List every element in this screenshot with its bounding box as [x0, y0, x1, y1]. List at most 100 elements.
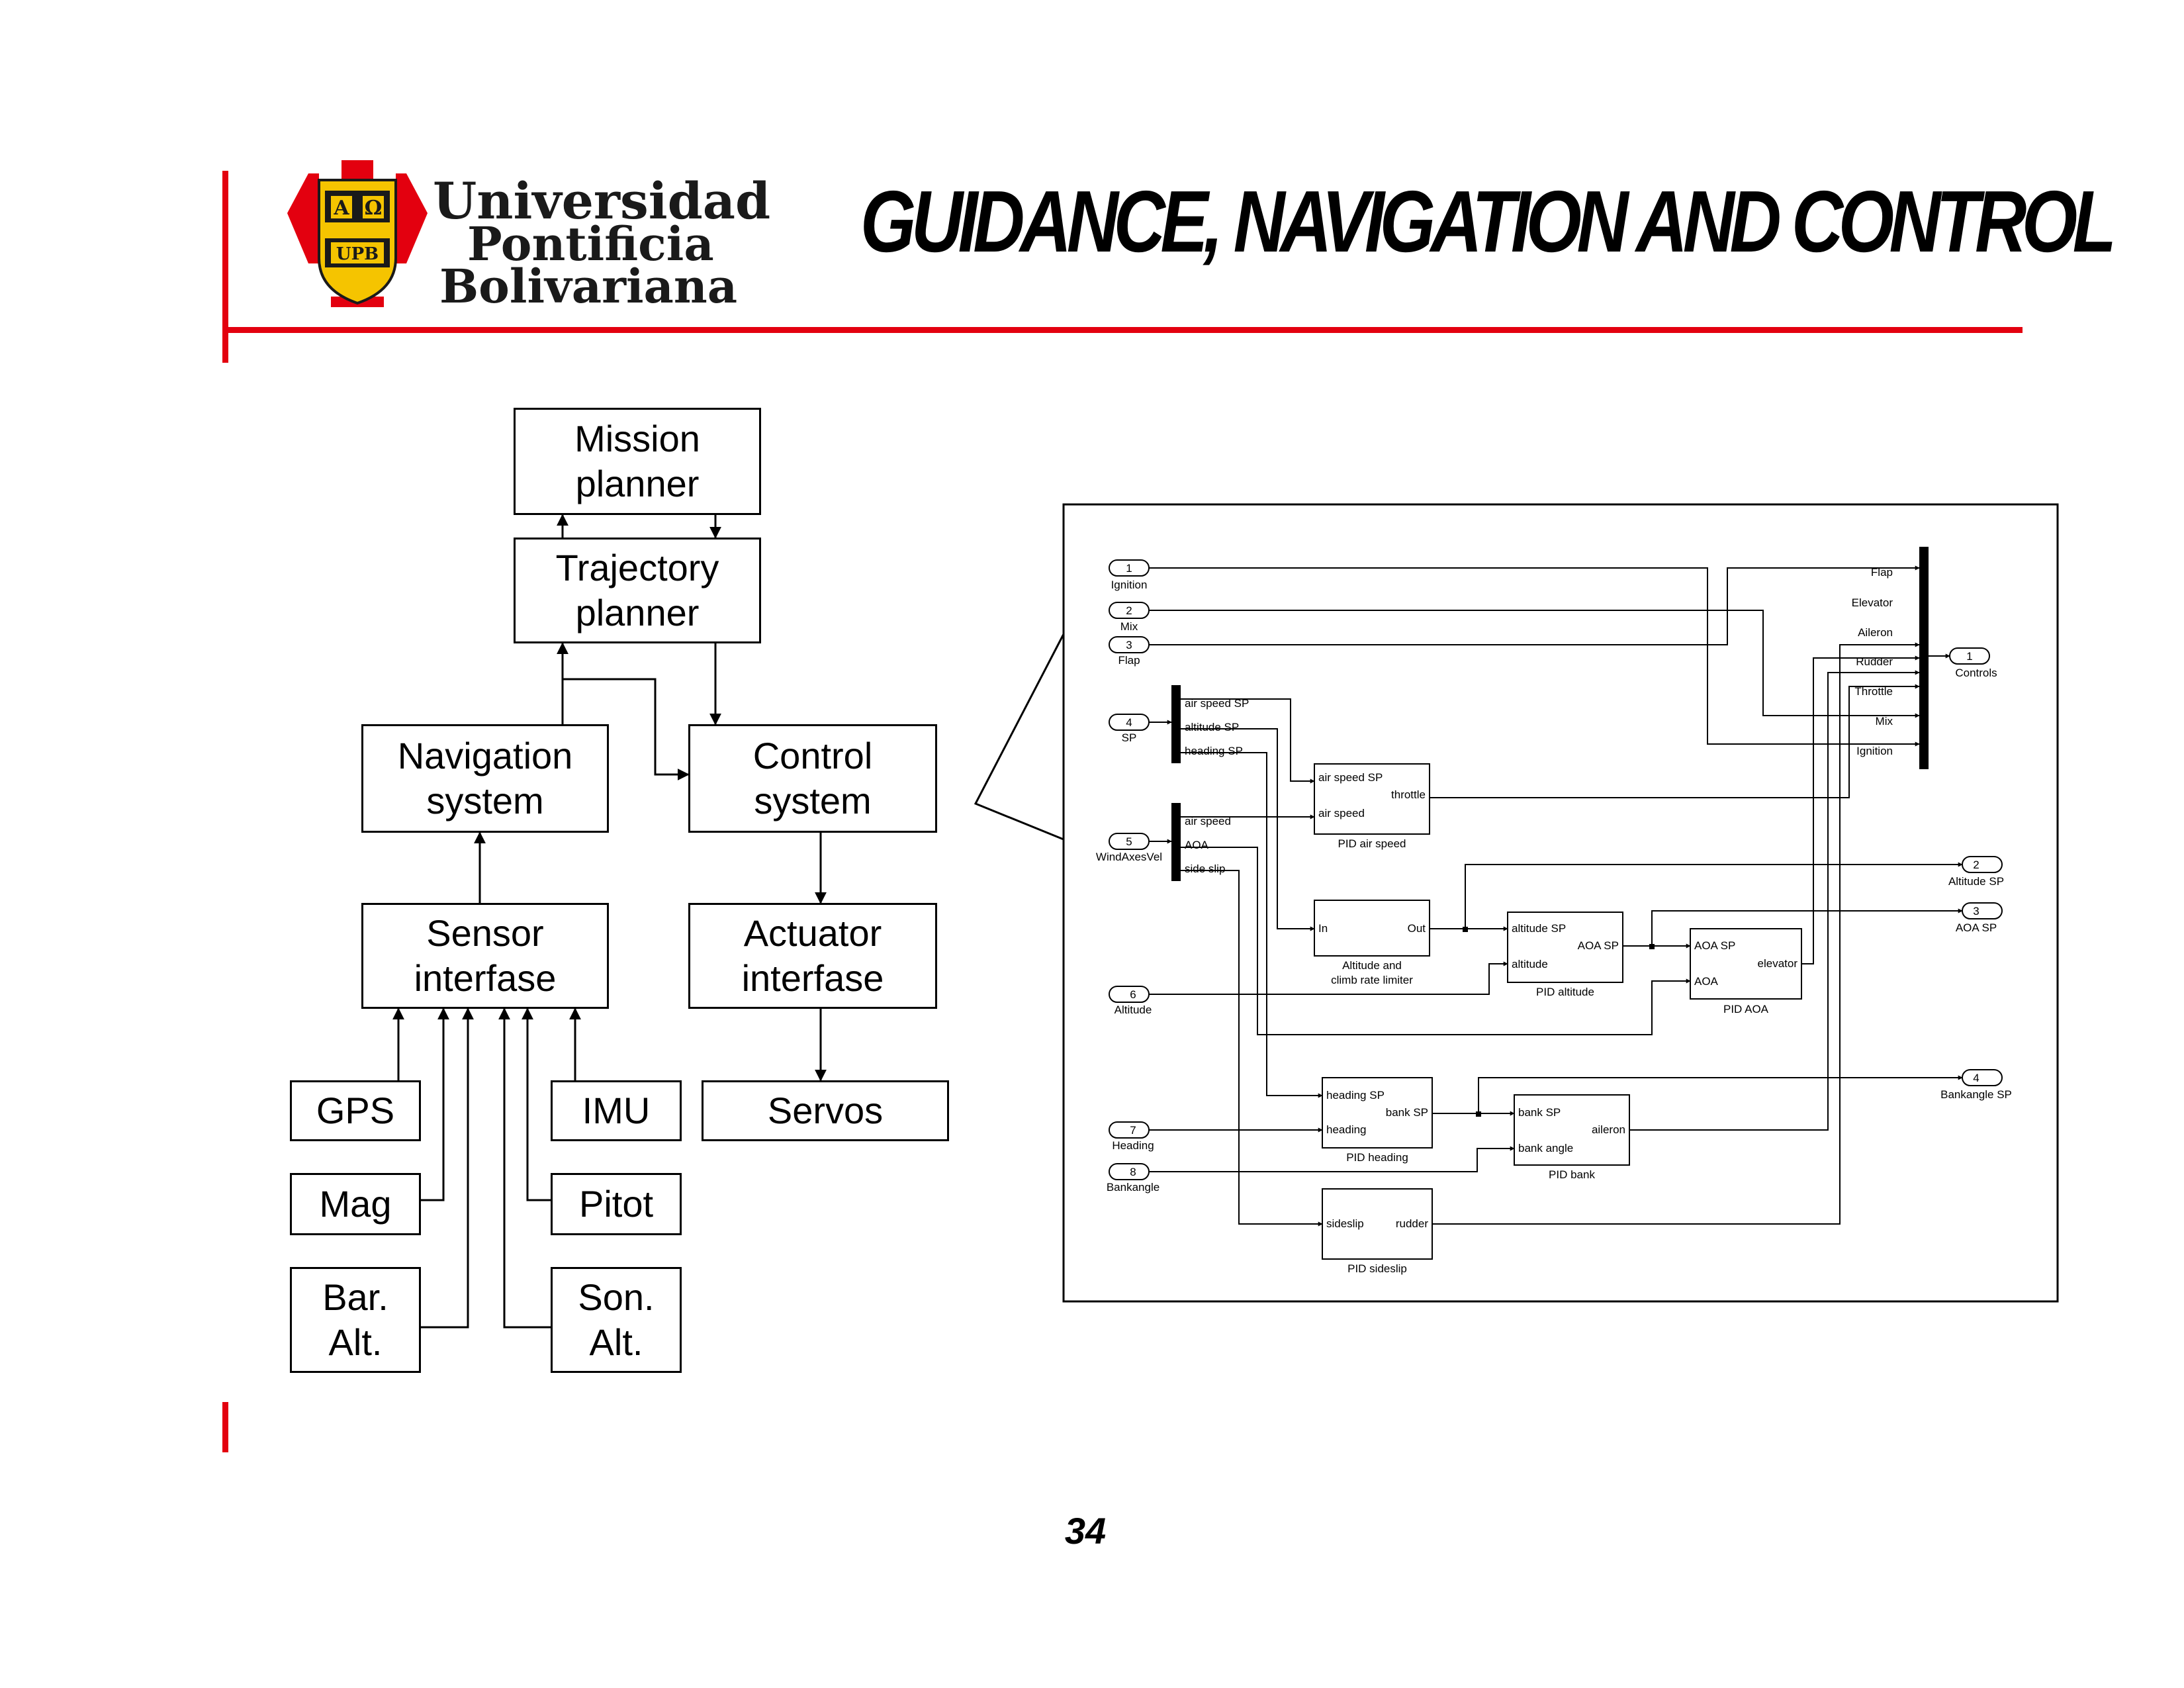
inport-4-label: SP [1122, 731, 1137, 744]
zoom-callout-outline [974, 633, 1065, 841]
logo-alpha: Α [333, 197, 349, 220]
mux-input-rudder: Rudder [1856, 655, 1893, 668]
simulink-outports [1949, 647, 2003, 1086]
logo-initials: UPB [336, 244, 379, 264]
mag-block: Mag [290, 1173, 421, 1235]
pid-heading-out: bank SP [1386, 1106, 1428, 1119]
pid-aoa-name: PID AOA [1723, 1003, 1769, 1015]
inport-6-number: 6 [1130, 988, 1136, 1001]
mux-input-throttle: Throttle [1854, 685, 1893, 698]
pid-heading-in1: heading SP [1326, 1089, 1385, 1102]
left-diagram-connectors [392, 514, 827, 1329]
mux-controls-bar [1919, 547, 1929, 769]
pid-airspeed-in1: air speed SP [1318, 771, 1383, 784]
outport-4-number: 4 [1973, 1072, 1979, 1084]
pid-altitude-name: PID altitude [1536, 986, 1594, 998]
university-name-line-1: Universidad [433, 171, 771, 230]
pid-aoa-out: elevator [1758, 957, 1798, 970]
pid-airspeed-out: throttle [1391, 788, 1426, 801]
mission-planner-block: Mission planner [514, 408, 761, 515]
demux-wind-port-3: side slip [1185, 863, 1225, 875]
inport-4-number: 4 [1126, 716, 1132, 729]
pid-altitude-in2: altitude [1512, 958, 1548, 970]
outport-4-label: Bankangle SP [1940, 1088, 2012, 1101]
outport-3-label: AOA SP [1956, 921, 1997, 934]
logo-omega: Ω [365, 197, 383, 220]
page-number: 34 [1064, 1510, 1107, 1552]
simulink-frame [1062, 503, 2059, 1303]
pid-altitude-in1: altitude SP [1512, 922, 1566, 935]
footer-vertical-rule [222, 1402, 228, 1452]
inport-5-label: WindAxesVel [1096, 851, 1162, 863]
outport-2-label: Altitude SP [1948, 875, 2004, 888]
inport-1-label: Ignition [1111, 579, 1148, 591]
header-vertical-rule [222, 171, 228, 363]
inport-7-number: 7 [1130, 1124, 1136, 1137]
pid-bank-out: aileron [1592, 1123, 1625, 1136]
university-logo-icon [287, 160, 428, 307]
inport-1-number: 1 [1126, 562, 1132, 575]
outport-1-number: 1 [1966, 650, 1972, 663]
pid-sideslip-name: PID sideslip [1347, 1262, 1407, 1275]
inport-7-label: Heading [1112, 1139, 1154, 1152]
outport-1-label: Controls [1955, 667, 1997, 679]
inport-3-label: Flap [1118, 654, 1140, 667]
demux-wind-port-1: air speed [1185, 815, 1231, 827]
rate-limiter-in: In [1318, 922, 1328, 935]
pid-airspeed-in2: air speed [1318, 807, 1365, 820]
simulink-inports [1109, 559, 1150, 1180]
demux-wind-bar [1171, 803, 1181, 881]
simulink-blocks [1314, 763, 1802, 1260]
outport-2-number: 2 [1973, 859, 1979, 871]
pid-airspeed-name: PID air speed [1338, 837, 1406, 850]
pitot-block: Pitot [551, 1173, 682, 1235]
rate-limiter-name-1: Altitude and [1342, 959, 1402, 972]
demux-wind-port-2: AOA [1185, 839, 1209, 851]
mux-input-flap: Flap [1871, 566, 1893, 579]
pid-sideslip-in: sideslip [1326, 1217, 1364, 1230]
inport-8-label: Bankangle [1107, 1181, 1160, 1194]
control-system-block: Control system [688, 724, 937, 833]
inport-2-label: Mix [1120, 620, 1138, 633]
trajectory-planner-block: Trajectory planner [514, 538, 761, 643]
page-title: GUIDANCE, NAVIGATION AND CONTROL [860, 173, 2116, 270]
demux-sp-port-2: altitude SP [1185, 721, 1239, 733]
simulink-junctions [1463, 927, 1655, 1117]
rate-limiter-out: Out [1408, 922, 1426, 935]
navigation-system-block: Navigation system [361, 724, 609, 833]
header-horizontal-rule [225, 327, 2023, 333]
mux-input-ignition: Ignition [1856, 745, 1893, 757]
university-name-line-2: Pontificia [467, 216, 714, 271]
mux-input-mix: Mix [1876, 715, 1893, 727]
imu-block: IMU [551, 1080, 682, 1141]
pid-altitude-out: AOA SP [1578, 939, 1619, 952]
sonar-altimeter-block: Son. Alt. [551, 1267, 682, 1373]
pid-heading-in2: heading [1326, 1123, 1367, 1136]
servos-block: Servos [702, 1080, 949, 1141]
mux-input-elevator: Elevator [1852, 596, 1893, 609]
demux-sp-port-1: air speed SP [1185, 697, 1249, 710]
mux-input-aileron: Aileron [1858, 626, 1893, 639]
actuator-interface-block: Actuator interfase [688, 903, 937, 1009]
inport-2-number: 2 [1126, 604, 1132, 617]
barometric-altimeter-block: Bar. Alt. [290, 1267, 421, 1373]
pid-aoa-in1: AOA SP [1694, 939, 1735, 952]
inport-6-label: Altitude [1115, 1004, 1152, 1016]
pid-aoa-in2: AOA [1694, 975, 1719, 988]
pid-bank-in1: bank SP [1518, 1106, 1561, 1119]
outport-3-number: 3 [1973, 905, 1979, 917]
inport-8-number: 8 [1130, 1166, 1136, 1178]
pid-heading-name: PID heading [1346, 1151, 1408, 1164]
inport-5-number: 5 [1126, 835, 1132, 848]
gps-block: GPS [290, 1080, 421, 1141]
pid-bank-in2: bank angle [1518, 1142, 1573, 1154]
rate-limiter-name-2: climb rate limiter [1331, 974, 1413, 986]
sensor-interface-block: Sensor interfase [361, 903, 609, 1009]
demux-sp-port-3: heading SP [1185, 745, 1243, 757]
simulink-signal-lines [1149, 565, 1963, 1227]
demux-sp-bar [1171, 685, 1181, 763]
pid-bank-name: PID bank [1549, 1168, 1595, 1181]
inport-3-number: 3 [1126, 639, 1132, 651]
university-name-line-3: Bolivariana [439, 259, 738, 314]
